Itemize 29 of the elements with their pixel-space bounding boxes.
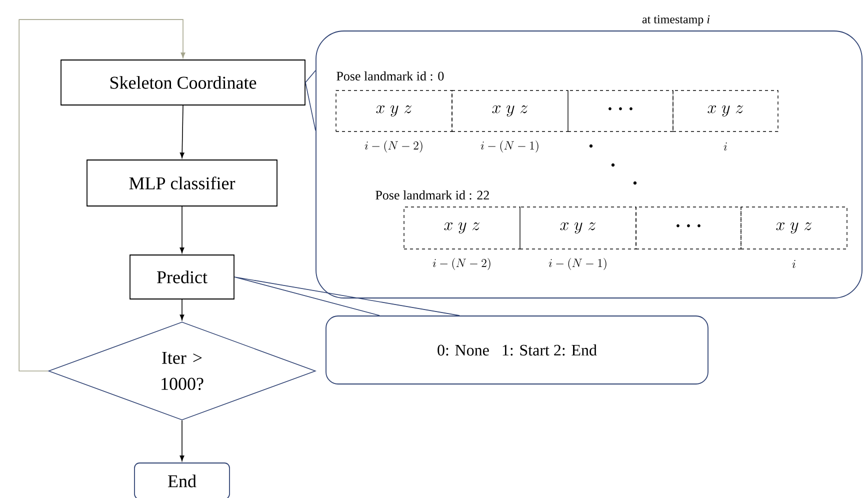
arrow [180,420,184,462]
index-label: $i-(N-2)$ [364,140,422,152]
terminal-box: End [134,462,230,498]
callout-bubble: 0: None 1: Start 2: End [326,316,708,384]
arrow [180,299,184,320]
heading: at timestamp i [642,15,710,26]
data-cell: $x\ y\ z$ [452,90,568,132]
index-label: $i-(N-1)$ [480,140,538,152]
data-cell: $x\ y\ z$ [404,206,520,250]
index-label: $i-(N-1)$ [548,258,606,270]
ellipsis-cell: · · · [568,90,674,132]
data-cell: $x\ y\ z$ [672,90,778,132]
data-cell: $x\ y\ z$ [336,90,452,132]
arrow [180,105,184,158]
data-cell: $x\ y\ z$ [740,206,848,250]
callout-pointer [234,276,460,316]
ellipsis-cell: · · · [636,206,742,250]
landmark-label: Pose landmark id : 0 [336,71,444,81]
landmark-label: Pose landmark id : 22 [376,190,489,200]
index-label: $i-(N-2)$ [432,258,490,270]
arrow [180,206,184,254]
callout-bubble [316,30,862,298]
index-label: $i$ [724,142,727,151]
process-box: MLP classifier [86,160,278,206]
process-box: Predict [130,254,234,300]
loop-arrow [18,19,186,372]
index-label: $i$ [792,260,796,268]
data-cell: $x\ y\ z$ [520,206,636,250]
process-box: Skeleton Coordinate [60,60,306,106]
